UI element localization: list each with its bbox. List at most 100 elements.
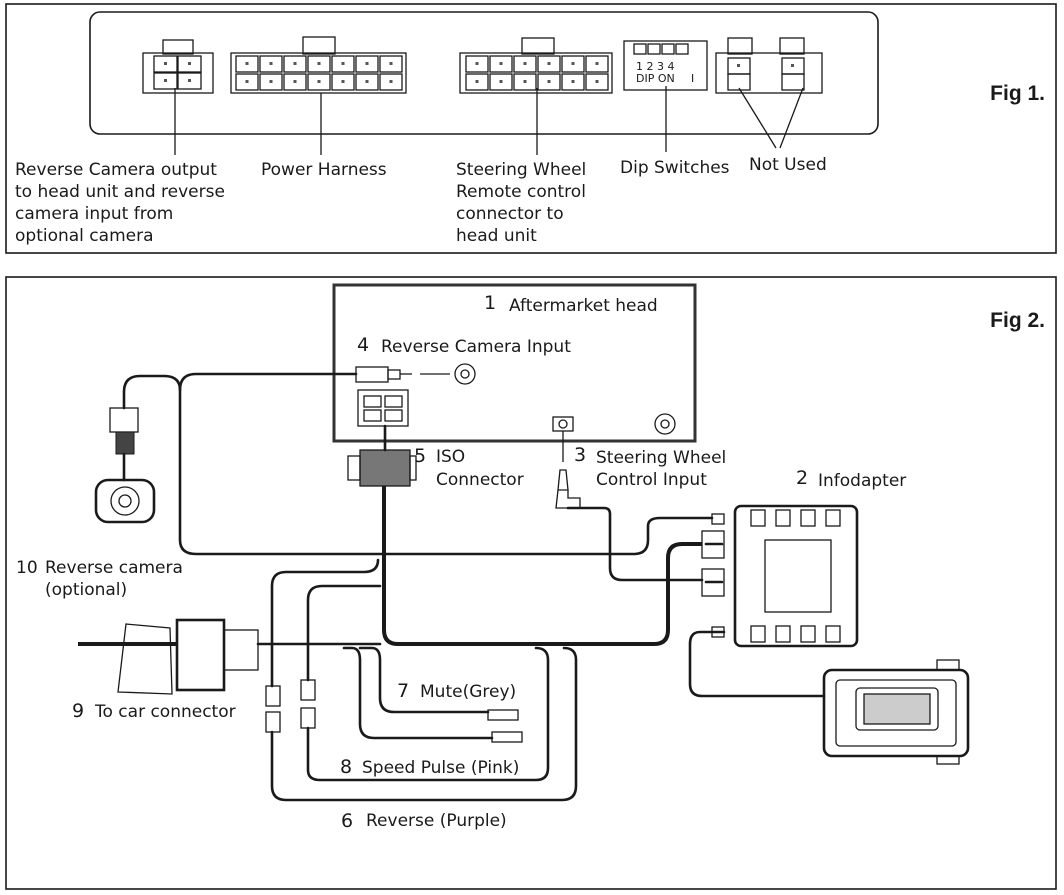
connector-cell bbox=[513, 73, 537, 91]
label-reverse-camera: Reverse Camera output to head unit and r… bbox=[15, 160, 230, 246]
connector-pin bbox=[317, 80, 321, 83]
label-power-harness: Power Harness bbox=[261, 160, 387, 180]
connector-cell bbox=[283, 73, 307, 91]
item-10-num: 10 bbox=[16, 558, 38, 578]
power-harness-connector bbox=[230, 36, 407, 94]
not-used-connector bbox=[715, 37, 823, 94]
connector-cell bbox=[489, 73, 513, 91]
connector-pin bbox=[269, 62, 273, 65]
rca-plug bbox=[355, 366, 450, 383]
aftermarket-head-unit bbox=[332, 283, 697, 443]
connector-pin bbox=[571, 80, 575, 83]
connector-cell bbox=[561, 55, 585, 73]
connector-cell bbox=[489, 55, 513, 73]
dip-bar: I bbox=[691, 72, 694, 85]
connector-cell bbox=[537, 55, 561, 73]
item-9-num: 9 bbox=[72, 700, 84, 722]
steering-wheel-connector bbox=[459, 37, 613, 94]
connector-cell bbox=[355, 73, 379, 91]
connector-pin bbox=[293, 80, 297, 83]
item-7-num: 7 bbox=[397, 680, 409, 702]
infodapter bbox=[701, 504, 859, 648]
item-10-label: Reverse camera (optional) bbox=[45, 558, 188, 600]
connector-pin bbox=[547, 62, 551, 65]
connector-pin bbox=[389, 80, 393, 83]
connector-pin bbox=[571, 62, 575, 65]
connector-pin bbox=[595, 80, 599, 83]
item-8-num: 8 bbox=[340, 756, 352, 778]
item-4-num: 4 bbox=[357, 334, 369, 356]
label-dip-switches: Dip Switches bbox=[620, 158, 730, 178]
label-steering-wheel: Steering Wheel Remote control connector … bbox=[456, 160, 592, 246]
connector-pin bbox=[389, 62, 393, 65]
connector-cell bbox=[307, 73, 331, 91]
dip-switch-block: 1 2 3 4 DIP ON I bbox=[623, 40, 708, 91]
connector-pin bbox=[245, 80, 249, 83]
connector-pin bbox=[547, 80, 551, 83]
connector-cell bbox=[465, 73, 489, 91]
connector-cell bbox=[259, 55, 283, 73]
item-1-label: Aftermarket head bbox=[509, 296, 658, 316]
connector-cell bbox=[513, 55, 537, 73]
connector-pin bbox=[499, 80, 503, 83]
connector-cell bbox=[355, 55, 379, 73]
connector-cell bbox=[235, 73, 259, 91]
connector-pin bbox=[341, 62, 345, 65]
connector-pin bbox=[269, 80, 273, 83]
item-2-label: Infodapter bbox=[818, 471, 906, 491]
fig2-frame bbox=[5, 276, 1057, 890]
connector-pin bbox=[595, 62, 599, 65]
car-module bbox=[822, 659, 970, 765]
item-6-label: Reverse (Purple) bbox=[366, 811, 507, 831]
connector-pin bbox=[365, 62, 369, 65]
connector-pin bbox=[317, 62, 321, 65]
connector-cell bbox=[259, 73, 283, 91]
connector-cell bbox=[465, 55, 489, 73]
item-7-label: Mute(Grey) bbox=[420, 682, 516, 702]
item-5-label: ISO Connector bbox=[436, 447, 524, 490]
connector-pin bbox=[523, 62, 527, 65]
connector-cell bbox=[283, 55, 307, 73]
label-not-used: Not Used bbox=[749, 155, 827, 175]
fig1-unit-panel bbox=[89, 11, 879, 135]
connector-pin bbox=[475, 80, 479, 83]
connector-cell bbox=[561, 73, 585, 91]
car-connector bbox=[117, 618, 259, 695]
item-1-num: 1 bbox=[484, 292, 496, 314]
connector-cell bbox=[331, 73, 355, 91]
item-2-num: 2 bbox=[796, 467, 808, 489]
connector-pin bbox=[475, 62, 479, 65]
connector-pin bbox=[245, 62, 249, 65]
connector-cell bbox=[537, 73, 561, 91]
item-8-label: Speed Pulse (Pink) bbox=[362, 758, 519, 778]
connector-pin bbox=[365, 80, 369, 83]
steering-jack bbox=[555, 431, 581, 509]
dip-text: DIP ON bbox=[636, 72, 675, 85]
item-3-num: 3 bbox=[574, 444, 586, 466]
connector-cell bbox=[379, 73, 403, 91]
connector-cell bbox=[331, 55, 355, 73]
wires bbox=[78, 372, 826, 802]
reverse-camera-connector bbox=[142, 39, 214, 94]
item-3-label: Steering Wheel Control Input bbox=[596, 448, 732, 490]
fig2-labels: 1 Aftermarket head 2 Infodapter 3 Steeri… bbox=[16, 292, 906, 832]
item-9-label: To car connector bbox=[94, 702, 236, 722]
fig1-leader-lines bbox=[174, 86, 804, 155]
connector-pin bbox=[341, 80, 345, 83]
item-4-label: Reverse Camera Input bbox=[381, 337, 571, 357]
iso-connector bbox=[347, 424, 417, 487]
item-6-num: 6 bbox=[341, 810, 353, 832]
connector-pin bbox=[499, 62, 503, 65]
item-5-num: 5 bbox=[414, 445, 426, 467]
connector-pin bbox=[523, 80, 527, 83]
fig2-title: Fig 2. bbox=[990, 309, 1045, 332]
connector-pin bbox=[293, 62, 297, 65]
connector-cell bbox=[585, 55, 609, 73]
fig1-frame bbox=[5, 3, 1057, 254]
connector-cell bbox=[379, 55, 403, 73]
fig1-title: Fig 1. bbox=[990, 82, 1045, 105]
dip-numbers: 1 2 3 4 bbox=[636, 60, 674, 73]
connector-cell bbox=[307, 55, 331, 73]
connector-cell bbox=[235, 55, 259, 73]
